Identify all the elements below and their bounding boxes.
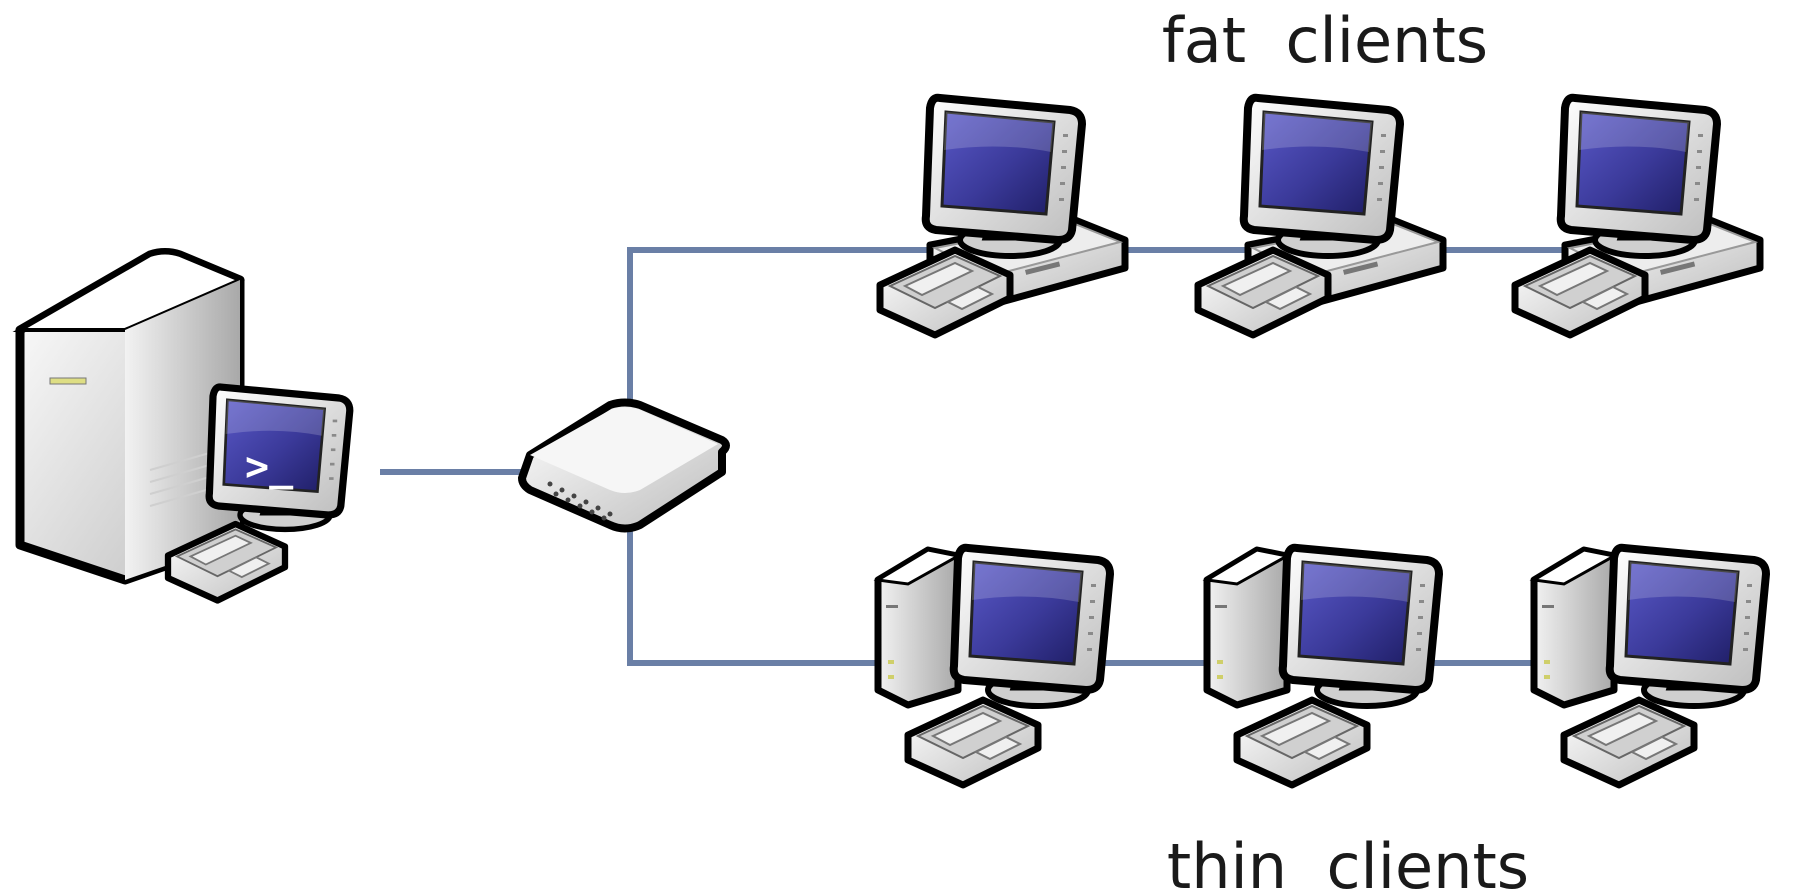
thin-client-3-icon — [1534, 548, 1766, 785]
thin-client-2-icon — [1207, 548, 1439, 785]
thin-client-1-icon — [878, 548, 1110, 785]
fat-client-2-icon — [1198, 98, 1443, 335]
switch-to-thin-clients-cable — [627, 520, 1650, 666]
fat-client-3-icon — [1515, 98, 1760, 335]
fat-client-1-icon — [880, 98, 1125, 335]
fat-clients-group — [880, 98, 1760, 335]
terminal-prompt: >_ — [245, 444, 294, 490]
thin-clients-label: thin clients — [1167, 830, 1529, 895]
server-workstation-icon: >_ — [12, 248, 350, 601]
fat-clients-label: fat clients — [1162, 4, 1488, 77]
thin-clients-group — [878, 548, 1766, 785]
switch-to-fat-clients-cable — [627, 247, 1675, 410]
network-switch-icon — [518, 398, 730, 533]
